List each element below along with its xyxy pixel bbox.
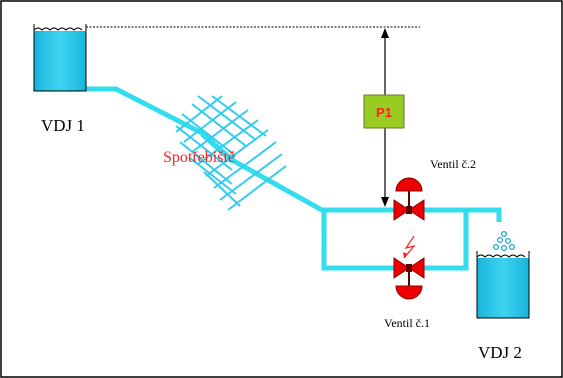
valve-1-left-wedge: [393, 257, 410, 279]
tank-vdj2: [476, 251, 530, 319]
valve-2-left-wedge: [393, 199, 410, 221]
valve-2-right-wedge: [408, 199, 425, 221]
label-valve-1: Ventil č.1: [384, 316, 430, 330]
label-pump-p1: P1: [376, 105, 392, 120]
valve-2-actuator: [395, 177, 423, 192]
tank-vdj2-surface: [476, 254, 526, 258]
arrow-up-head: [381, 28, 389, 38]
tank-vdj1-walls: [33, 24, 87, 92]
tank-vdj1-surface: [33, 27, 83, 31]
tank-vdj2-water: [477, 258, 529, 318]
label-consumers: Spotřebiště: [163, 149, 235, 166]
tank-vdj1: [33, 24, 87, 92]
valve-1: [393, 257, 425, 300]
tank-vdj2-walls: [476, 251, 530, 319]
valve-1-actuator: [395, 285, 423, 300]
valve-2-stem: [406, 206, 412, 214]
label-vdj2: VDJ 2: [478, 343, 522, 362]
water-drops-icon: [492, 230, 516, 252]
tank-vdj1-water: [34, 31, 86, 91]
arrow-down-head: [381, 197, 389, 207]
valve-1-right-wedge: [408, 257, 425, 279]
lightning-fault-icon: [403, 235, 416, 259]
consumers-lattice: [175, 95, 287, 211]
valve-2: [393, 177, 425, 221]
label-valve-2: Ventil č.2: [430, 157, 476, 171]
label-vdj1: VDJ 1: [41, 116, 85, 135]
main-pipe: [86, 86, 502, 222]
branch-pipe: [200, 132, 234, 163]
pump-p1-box: [363, 94, 405, 129]
